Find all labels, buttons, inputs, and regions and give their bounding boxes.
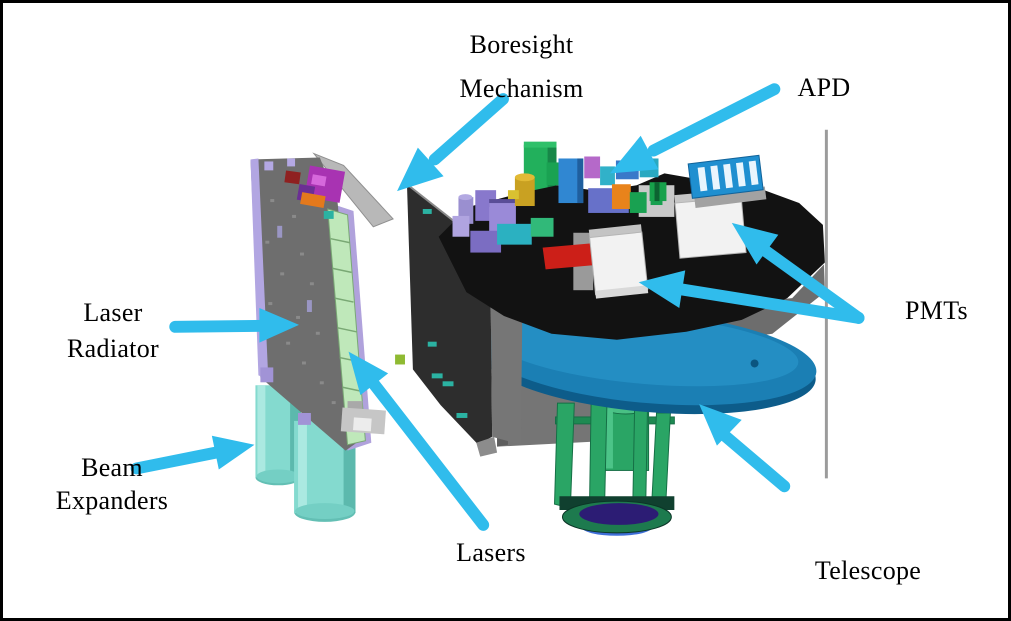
- label-telescope: Telescope: [814, 556, 922, 585]
- disc-fastener: [750, 359, 759, 368]
- telescope-arrow: [699, 404, 791, 493]
- telescope-cage: [554, 398, 675, 536]
- panel-bracket: [260, 367, 386, 435]
- label-beam-expanders-line1: Beam: [81, 453, 143, 482]
- boresight-arrow: [397, 93, 509, 192]
- label-lasers: Lasers: [456, 538, 526, 567]
- apd-arrow: [609, 83, 781, 174]
- beam-expanders-arrow: [130, 435, 255, 475]
- pmts-arrow-right: [731, 222, 865, 324]
- radiator-top-components: [264, 158, 346, 219]
- pmt-left-box: [588, 224, 649, 299]
- label-boresight-line2: Mechanism: [459, 74, 584, 103]
- apd-housing: [687, 154, 767, 208]
- beam-expander-cylinders: [255, 385, 356, 522]
- label-beam-expanders: Beam Expanders: [31, 451, 193, 517]
- label-beam-expanders-line2: Expanders: [55, 486, 169, 515]
- label-laser-radiator-line2: Radiator: [67, 334, 159, 363]
- reference-line: [824, 129, 828, 479]
- pmts-arrow-left: [638, 270, 865, 324]
- lasers-arrow: [348, 351, 490, 531]
- label-apd: APD: [797, 73, 851, 102]
- label-boresight-mechanism: Boresight Mechanism: [429, 23, 614, 111]
- instrument-illustration: [130, 83, 865, 536]
- laser-radiator-arrow: [169, 308, 300, 343]
- label-boresight-line1: Boresight: [469, 30, 574, 59]
- label-laser-radiator-line1: Laser: [83, 298, 143, 327]
- annotation-arrows: [130, 83, 865, 531]
- label-pmts: PMTs: [905, 296, 968, 325]
- label-laser-radiator: Laser Radiator: [38, 295, 188, 367]
